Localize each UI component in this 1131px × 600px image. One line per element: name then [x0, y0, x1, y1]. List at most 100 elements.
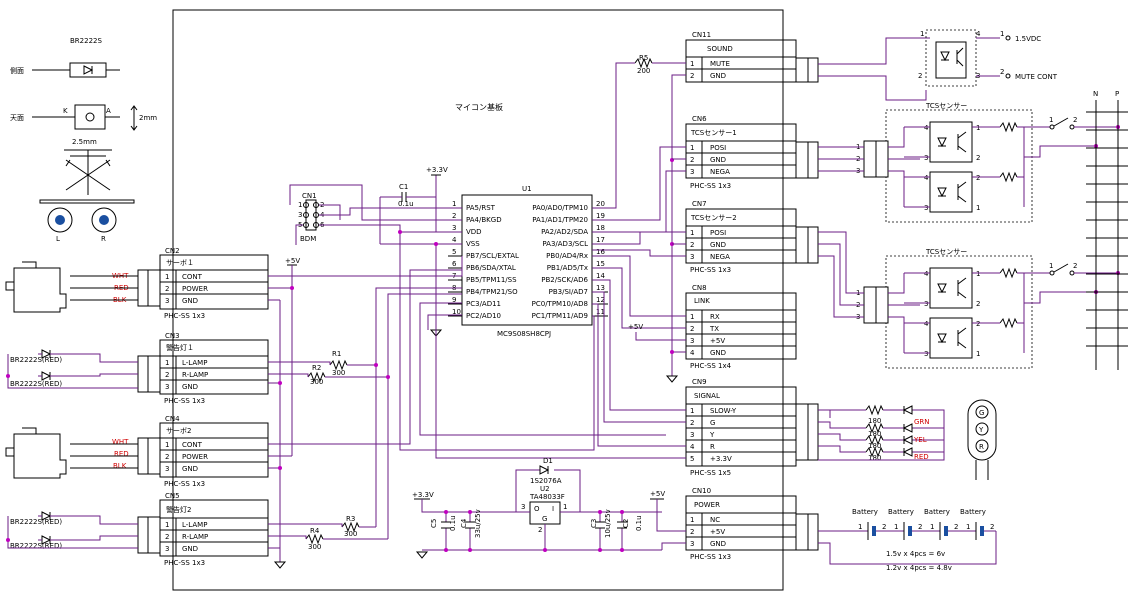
opto-led — [937, 137, 947, 148]
cn3-pin-num: 3 — [165, 383, 169, 391]
cn7-title: TCSセンサー2 — [690, 214, 737, 222]
mcu-pin-name: PC3/AD11 — [466, 300, 501, 308]
optocoupler — [929, 267, 973, 309]
c4-ref: C4 — [460, 518, 468, 528]
cn8-ref: CN8 — [692, 284, 707, 292]
cn8-title: LINK — [694, 297, 710, 305]
opto-pin: 4 — [924, 124, 929, 132]
tcs-wire — [904, 126, 930, 158]
photo-pin-1: 1 — [920, 30, 924, 38]
r4-ref: R4 — [310, 527, 320, 535]
r3-value: 300 — [344, 530, 357, 538]
mcu-pin-name: PB3/SI/AD7 — [549, 288, 588, 296]
cn6-title: TCSセンサー1 — [690, 129, 737, 137]
cn5-pin-num: 1 — [165, 521, 169, 529]
u2-part: TA48033F — [529, 493, 565, 501]
right-label: R — [101, 235, 106, 243]
cn9-pin-num: 3 — [690, 431, 694, 439]
tcs-resistor — [999, 317, 1018, 329]
cn8-pin-num: 3 — [690, 337, 694, 345]
switch-pin: 2 — [1073, 262, 1077, 270]
mcu-part: MC9S08SH8CPJ — [497, 330, 551, 338]
mcu-pin-num: 2 — [452, 212, 456, 220]
mcu-pin-name: PB0/AD4/Rx — [546, 252, 588, 260]
optocoupler — [929, 171, 973, 213]
wht-label-2: WHT — [112, 438, 129, 446]
battery-label: Battery — [924, 508, 950, 516]
mcu-pin-num: 18 — [596, 224, 605, 232]
cn9-pin-num: 2 — [690, 419, 694, 427]
cn9-pin-name: R — [710, 443, 715, 451]
out-pin-2: 2 — [1000, 68, 1004, 76]
opto-pin: 4 — [924, 320, 929, 328]
cn2-pin-num: 2 — [165, 285, 169, 293]
cn2-servo1: CN2 サーボ１ 1 CONT 2 POWER 3 GND PHC-SS 1x3… — [70, 247, 269, 320]
opto-transistor — [957, 277, 967, 299]
cn5-ref: CN5 — [165, 492, 180, 500]
opto-transistor — [957, 181, 967, 203]
switch-pin: 2 — [1073, 116, 1077, 124]
cn5-pin-name: GND — [182, 545, 198, 553]
opto-led — [937, 283, 947, 294]
mcu-pin-num: 6 — [452, 260, 457, 268]
mcu-pin-name: PA4/BKGD — [466, 216, 502, 224]
cn6-tcs1: CN6 TCSセンサー1 1 POSI 2 GND 3 NEGA PHC-SS … — [592, 115, 819, 233]
cn3-led1-label: BR2222S(RED) — [10, 356, 62, 364]
cn3-pin-name: R-LAMP — [182, 371, 208, 379]
mcu-pin-num: 12 — [596, 296, 605, 304]
r2-ref: R2 — [312, 364, 321, 372]
pitch-label: 2.5mm — [72, 138, 97, 146]
cn8-type: PHC-SS 1x4 — [690, 362, 732, 370]
signal-r: R — [979, 443, 984, 451]
r-180-2: 180 — [868, 430, 881, 438]
cn3-lamp1: CN3 警告灯１ 1 L-LAMP 2 R-LAMP 3 GND PHC-SS … — [6, 332, 388, 405]
battery-pin: 2 — [954, 523, 958, 531]
d1-part: 1S2076A — [530, 477, 562, 485]
cn3-title: 警告灯１ — [166, 343, 194, 352]
cn10-type: PHC-SS 1x3 — [690, 553, 731, 561]
cn5-pin-name: R-LAMP — [182, 533, 208, 541]
tcs-wire — [888, 273, 920, 353]
cn6-pin-name: POSI — [710, 144, 726, 152]
v5-label-1: +5V — [285, 257, 300, 265]
cn8-pin-num: 4 — [690, 349, 695, 357]
cn4-servo2: CN4 サーボ2 1 CONT 2 POWER 3 GND PHC-SS 1x3… — [70, 415, 269, 488]
cn7-pin-num: 2 — [690, 241, 694, 249]
opto-pin: 1 — [976, 270, 980, 278]
cn6-pin-num: 3 — [690, 168, 694, 176]
cn11-sound: CN11 SOUND 1 MUTE 2 GND R5 200 1 2 4 3 1… — [592, 29, 1058, 376]
cn5-pin-num: 2 — [165, 533, 169, 541]
battery-plate-short — [908, 526, 912, 536]
cn9-signal: CN9 SIGNAL 1 SLOW-Y 2 G 3 Y 4 R 5 +3.3V … — [398, 230, 997, 480]
cn6-pin-num: 1 — [690, 144, 694, 152]
cn8-pin-num: 2 — [690, 325, 694, 333]
mcu-pin-num: 11 — [596, 308, 605, 316]
c4-value: 33u/25v — [474, 509, 482, 538]
cn3-pin-num: 1 — [165, 359, 169, 367]
cn1-pin-3: 3 — [298, 211, 302, 219]
cn4-pin-name: CONT — [182, 441, 203, 449]
cn3-type: PHC-SS 1x3 — [164, 397, 205, 405]
u2-pin-g: G — [542, 515, 547, 523]
cn4-pin-num: 3 — [165, 465, 169, 473]
cn10-pin-num: 2 — [690, 528, 694, 536]
opto-pin: 2 — [976, 320, 980, 328]
tcs-plug — [875, 286, 889, 324]
switch-pin: 1 — [1049, 116, 1053, 124]
cn2-pin-num: 1 — [165, 273, 169, 281]
mcu-pin-name: PB7/SCL/EXTAL — [466, 252, 519, 260]
opto-led — [937, 187, 947, 198]
cn7-tcs2: CN7 TCSセンサー2 1 POSI 2 GND 3 NEGA PHC-SS … — [592, 200, 819, 274]
tcs-wire — [1023, 273, 1096, 353]
battery-label: Battery — [960, 508, 986, 516]
cn8-pin-name: RX — [710, 313, 720, 321]
mcu-right-pins: 20PA0/AD0/TPM1019PA1/AD1/TPM2018PA2/AD2/… — [532, 200, 608, 320]
power-rail: N P — [1086, 90, 1128, 370]
mcu-pin-name: VDD — [466, 228, 482, 236]
c1-cap: C1 0.1u +3.3V — [379, 166, 462, 337]
cn3-pin-name: L-LAMP — [182, 359, 207, 367]
board-title: マイコン基板 — [455, 102, 503, 112]
led-part-label: BR2222S — [70, 37, 102, 45]
